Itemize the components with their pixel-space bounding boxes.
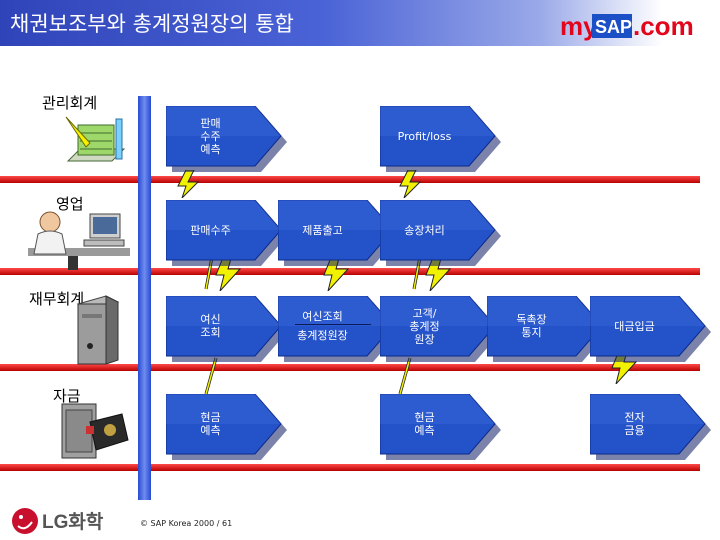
lightning-bolt-icon: [399, 170, 422, 198]
step-label: Profit/loss: [397, 129, 452, 143]
step-label: 독촉장 통지: [516, 313, 547, 339]
lane-funds: [0, 464, 700, 471]
step-label: 여신 조회: [200, 313, 221, 339]
step-sales-forecast: 판매 수주 예측: [166, 106, 287, 172]
lightning-bolt-icon: [177, 170, 200, 198]
step-cash-forecast-2: 현금 예측: [380, 394, 501, 460]
section-sales: 영업: [56, 195, 84, 213]
step-label: 판매 수주 예측: [200, 116, 221, 156]
svg-text:my: my: [560, 11, 598, 41]
step-profit-loss: Profit/loss: [380, 106, 501, 172]
lane-management: [0, 176, 700, 183]
step-label: 고객/ 총계정 원장: [409, 306, 440, 346]
lg-chem-logo: LG화학: [12, 508, 104, 534]
step-cash-forecast-1: 현금 예측: [166, 394, 287, 460]
step-sales-order: 판매수주: [166, 200, 287, 266]
step-label: 판매수주: [190, 223, 231, 237]
step-credit-check: 여신 조회: [166, 296, 287, 362]
copyright-text: © SAP Korea 2000 / 61: [140, 519, 233, 528]
connector-line-icon: [204, 357, 218, 395]
svg-text:SAP: SAP: [595, 17, 632, 37]
money-safe-icon: [61, 403, 129, 459]
page-title: 채권보조부와 총계정원장의 통합: [10, 12, 294, 36]
step-customer-ledger: 고객/ 총계정 원장: [380, 296, 501, 362]
section-management-accounting: 관리회계: [42, 94, 98, 112]
step-label-general-ledger: 총계정원장: [297, 329, 348, 342]
mysap-logo: my SAP .com: [560, 11, 694, 41]
server-icon: [76, 295, 120, 365]
ledger-book-icon: [65, 116, 126, 162]
connector-line-icon: [398, 357, 412, 395]
step-label: 현금 예측: [200, 411, 221, 437]
step-label: 현금 예측: [414, 411, 435, 437]
step-label: 송장처리: [404, 223, 445, 237]
step-label: 전자 금융: [624, 411, 645, 437]
step-invoice: 송장처리: [380, 200, 501, 266]
svg-text:.com: .com: [633, 11, 694, 41]
step-label-credit-query: 여신조회: [302, 310, 343, 323]
step-product-shipment: 제품출고: [278, 200, 399, 266]
step-receipt-notice: 독촉장 통지: [487, 296, 608, 362]
divider-line: [295, 324, 371, 325]
lane-finance: [0, 364, 700, 371]
section-funds: 자금: [53, 387, 81, 405]
svg-text:LG화학: LG화학: [42, 511, 104, 533]
salesperson-computer-icon: [28, 211, 130, 270]
integration-bar: [138, 96, 151, 500]
lane-sales: [0, 268, 700, 275]
step-label: 제품출고: [302, 223, 343, 237]
step-payment-receipt: 대금입금: [590, 296, 711, 362]
step-e-banking: 전자 금융: [590, 394, 711, 460]
step-label: 대금입금: [614, 319, 655, 333]
section-financial-accounting: 재무회계: [29, 290, 85, 308]
